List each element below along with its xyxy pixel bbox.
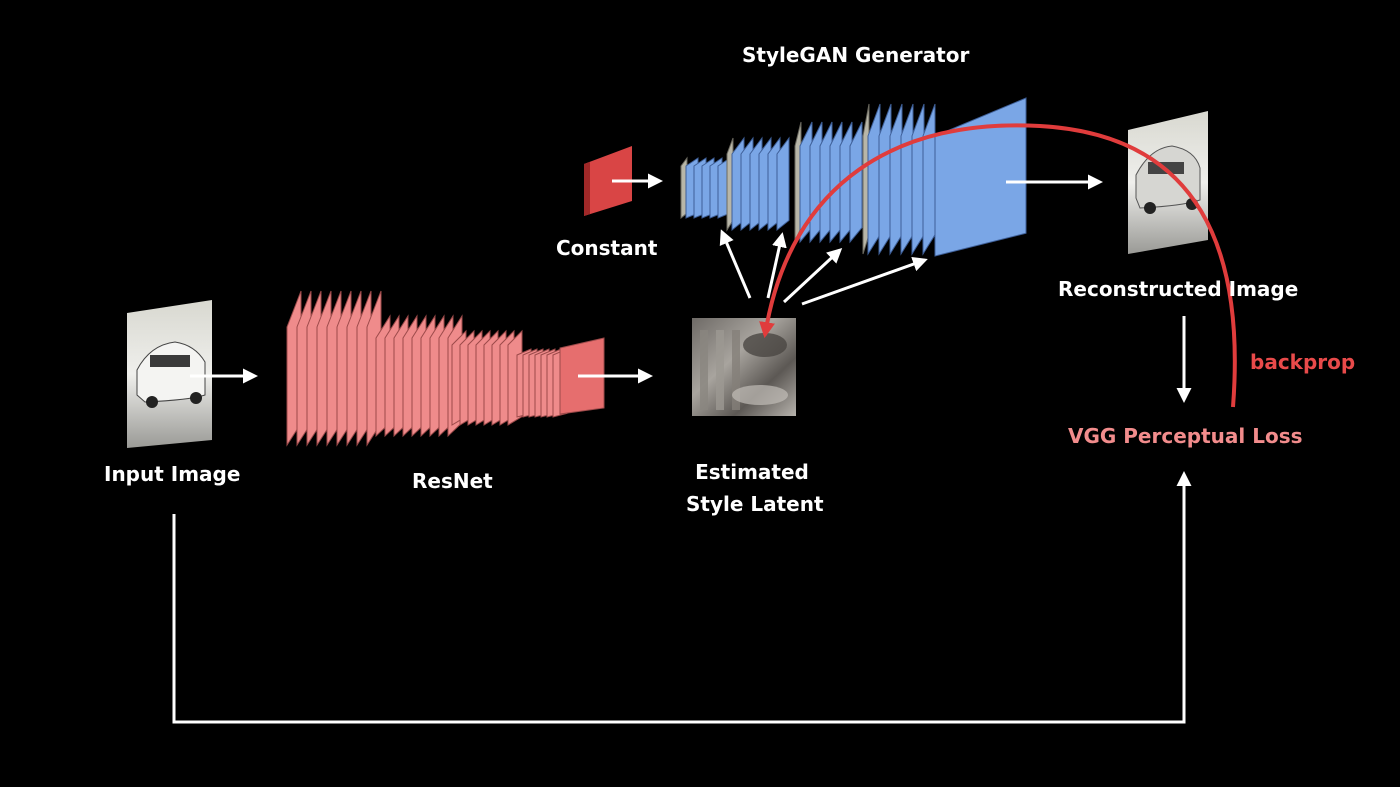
input-image-thumbnail <box>127 300 212 448</box>
generator-layer-stack <box>680 97 1027 257</box>
estimated-label-line2: Style Latent <box>686 492 824 516</box>
backprop-arrow <box>759 123 1237 408</box>
generator-layer <box>878 103 892 256</box>
arrow-latent-to-gen-2 <box>766 232 787 299</box>
reconstructed-image-thumbnail <box>1128 111 1208 254</box>
generator-layer <box>849 121 863 244</box>
arrow-latent-to-gen-1 <box>719 229 752 299</box>
generator-layer <box>867 103 881 256</box>
style-latent-map <box>692 318 796 416</box>
generator-layer <box>922 103 936 256</box>
generator-title: StyleGAN Generator <box>742 43 970 67</box>
vgg-loss-label: VGG Perceptual Loss <box>1068 424 1303 448</box>
backprop-label: backprop <box>1250 350 1356 374</box>
constant-label: Constant <box>556 236 658 260</box>
generator-final-layer <box>934 97 1027 257</box>
reconstructed-image-label: Reconstructed Image <box>1058 277 1299 301</box>
arrow-latent-to-gen-3 <box>782 247 843 304</box>
generator-layer <box>889 103 903 256</box>
resnet-layer-stack <box>286 290 605 447</box>
input-image-label: Input Image <box>104 462 241 486</box>
arrow-input-to-loss <box>172 471 1192 724</box>
estimated-label-line1: Estimated <box>695 460 809 484</box>
arrow-latent-to-gen-4 <box>801 256 928 306</box>
generator-layer <box>776 136 790 232</box>
resnet-label: ResNet <box>412 469 493 493</box>
generator-layer <box>900 103 914 256</box>
forward-arrows <box>172 173 1192 724</box>
generator-layer <box>911 103 925 256</box>
constant-block <box>584 146 632 216</box>
